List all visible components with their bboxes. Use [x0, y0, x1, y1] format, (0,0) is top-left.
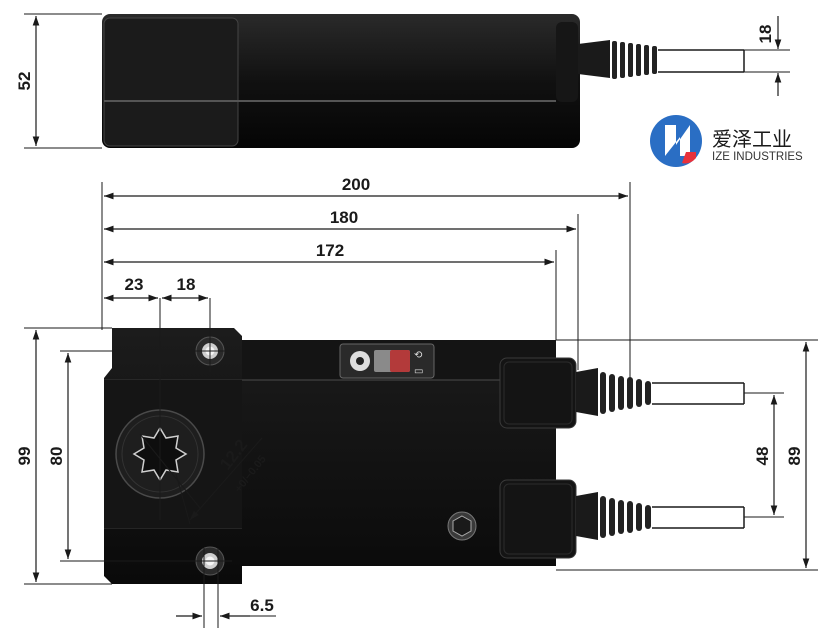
dim-6-5-label: 6.5 [250, 596, 274, 615]
svg-text:▭: ▭ [414, 366, 423, 377]
dim-200-label: 200 [342, 175, 370, 194]
brand-name-en: IZE INDUSTRIES [712, 151, 803, 163]
dim-18-holes-label: 18 [177, 275, 196, 294]
top-view-end-block [103, 17, 239, 147]
front-view: ⟲ ▭ [60, 298, 745, 628]
top-view-connector [556, 22, 578, 102]
connector-upper [499, 357, 745, 429]
dim-48-label: 48 [753, 447, 772, 466]
dim-172-label: 172 [316, 241, 344, 260]
connector-lower [499, 479, 745, 559]
horizontal-dimensions: 200 180 172 23 18 6.5 [101, 175, 631, 620]
brand-name-cn: 爱泽工业 [712, 127, 792, 151]
switch-symbol-icon: ⟲ [414, 350, 423, 361]
dim-89-label: 89 [785, 447, 804, 466]
manual-override [447, 511, 477, 541]
dim-23-label: 23 [125, 275, 144, 294]
direction-switch: ⟲ ▭ [339, 343, 435, 379]
dim-12-2-line [189, 437, 263, 521]
top-view: 52 18 [15, 13, 790, 149]
dim-99-label: 99 [15, 447, 34, 466]
dim-52-label: 52 [15, 72, 34, 91]
brand-logo: 爱泽工业 IZE INDUSTRIES [650, 115, 803, 167]
dim-180-label: 180 [330, 208, 358, 227]
hex-socket-icon [452, 515, 472, 537]
top-view-cable-ribs [612, 41, 657, 79]
dim-80-label: 80 [47, 447, 66, 466]
top-view-cable-gland [578, 40, 610, 78]
vertical-dimensions: 99 80 48 89 [15, 327, 818, 585]
dim-18-cable-label: 18 [756, 25, 775, 44]
